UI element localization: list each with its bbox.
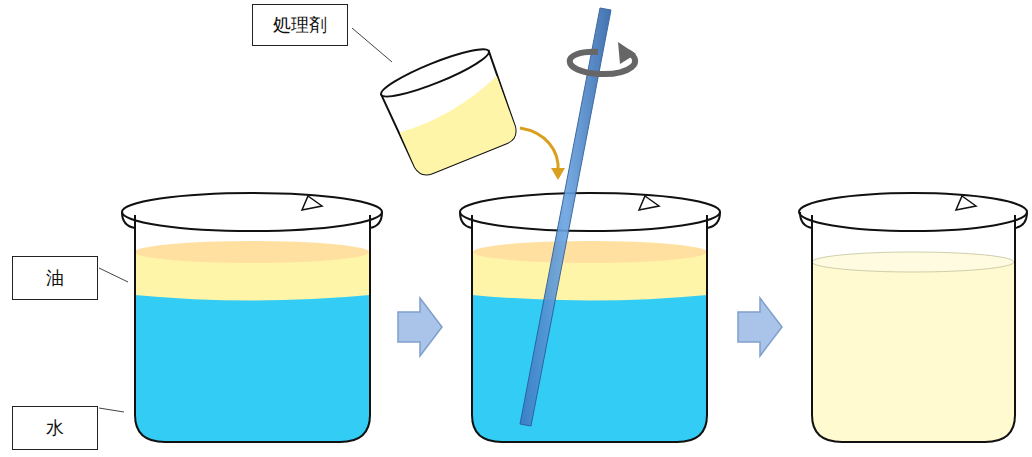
label-box: 油 <box>12 256 98 300</box>
step-arrow <box>398 298 442 356</box>
label-text: 水 <box>46 416 64 440</box>
label-box: 処理剤 <box>252 4 348 46</box>
beaker-mixing <box>460 193 720 442</box>
pouring-cup <box>377 42 523 180</box>
label-text: 処理剤 <box>273 13 327 37</box>
pour-arrow <box>520 128 558 172</box>
label-text: 油 <box>46 266 64 290</box>
label-box: 水 <box>12 406 98 450</box>
pour-arrowhead <box>551 168 565 180</box>
step-arrow <box>738 298 782 356</box>
beaker-oil-water <box>122 193 382 442</box>
stirring-rod <box>520 8 636 426</box>
beaker-emulsion <box>799 193 1027 442</box>
